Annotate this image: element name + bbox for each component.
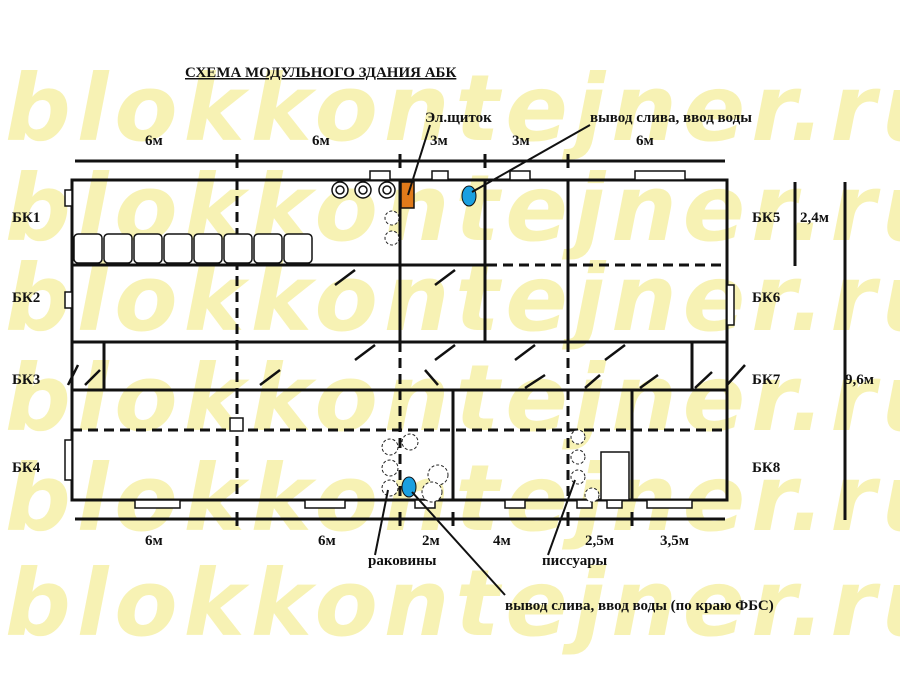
dim-label: 2,5м: [585, 533, 614, 549]
panel-label: Эл.щиток: [425, 110, 492, 126]
electrical-panel-icon: [400, 181, 415, 209]
diagram-title: СХЕМА МОДУЛЬНОГО ЗДАНИЯ АБК: [185, 65, 456, 81]
block-label: БК2: [12, 290, 40, 306]
dim-label: 6м: [145, 533, 163, 549]
dim-label: 2,4м: [800, 210, 829, 226]
urinals-label: писсуары: [542, 553, 608, 569]
watermark-text: blokkontejner.ru: [5, 55, 900, 162]
block-label: БК1: [12, 210, 40, 226]
drain-top-icon: [461, 185, 477, 207]
block-label: БК5: [752, 210, 780, 226]
dim-label: 9,6м: [845, 372, 874, 388]
block-label: БК7: [752, 372, 781, 388]
dim-label: 6м: [636, 133, 654, 149]
dim-label: 6м: [318, 533, 336, 549]
dim-label: 6м: [312, 133, 330, 149]
windows: [64, 170, 735, 509]
block-label: БК6: [752, 290, 781, 306]
drain-bottom-label: вывод слива, ввод воды (по краю ФБС): [505, 598, 774, 614]
sinks-label: раковины: [368, 553, 437, 569]
dim-label: 3м: [512, 133, 530, 149]
watermark-text: blokkontejner.ru: [5, 550, 900, 657]
dim-label: 3,5м: [660, 533, 689, 549]
dim-label: 6м: [145, 133, 163, 149]
right-dimensions: [793, 182, 847, 520]
block-label: БК4: [12, 460, 41, 476]
dim-label: 4м: [493, 533, 511, 549]
block-label: БК8: [752, 460, 780, 476]
doors: [66, 269, 746, 390]
watermark: blokkontejner.ru blokkontejner.ru blokko…: [5, 55, 900, 657]
drain-top-label: вывод слива, ввод воды: [590, 110, 752, 126]
dim-label: 3м: [430, 133, 448, 149]
heaters: [331, 181, 396, 199]
block-label: БК3: [12, 372, 40, 388]
lockers: [73, 233, 313, 264]
top-dimensions: 6м 6м 3м 3м 6м: [75, 133, 725, 168]
dim-label: 2м: [422, 533, 440, 549]
bottom-dimensions: 6м 6м 2м 4м 2,5м 3,5м: [75, 512, 725, 549]
